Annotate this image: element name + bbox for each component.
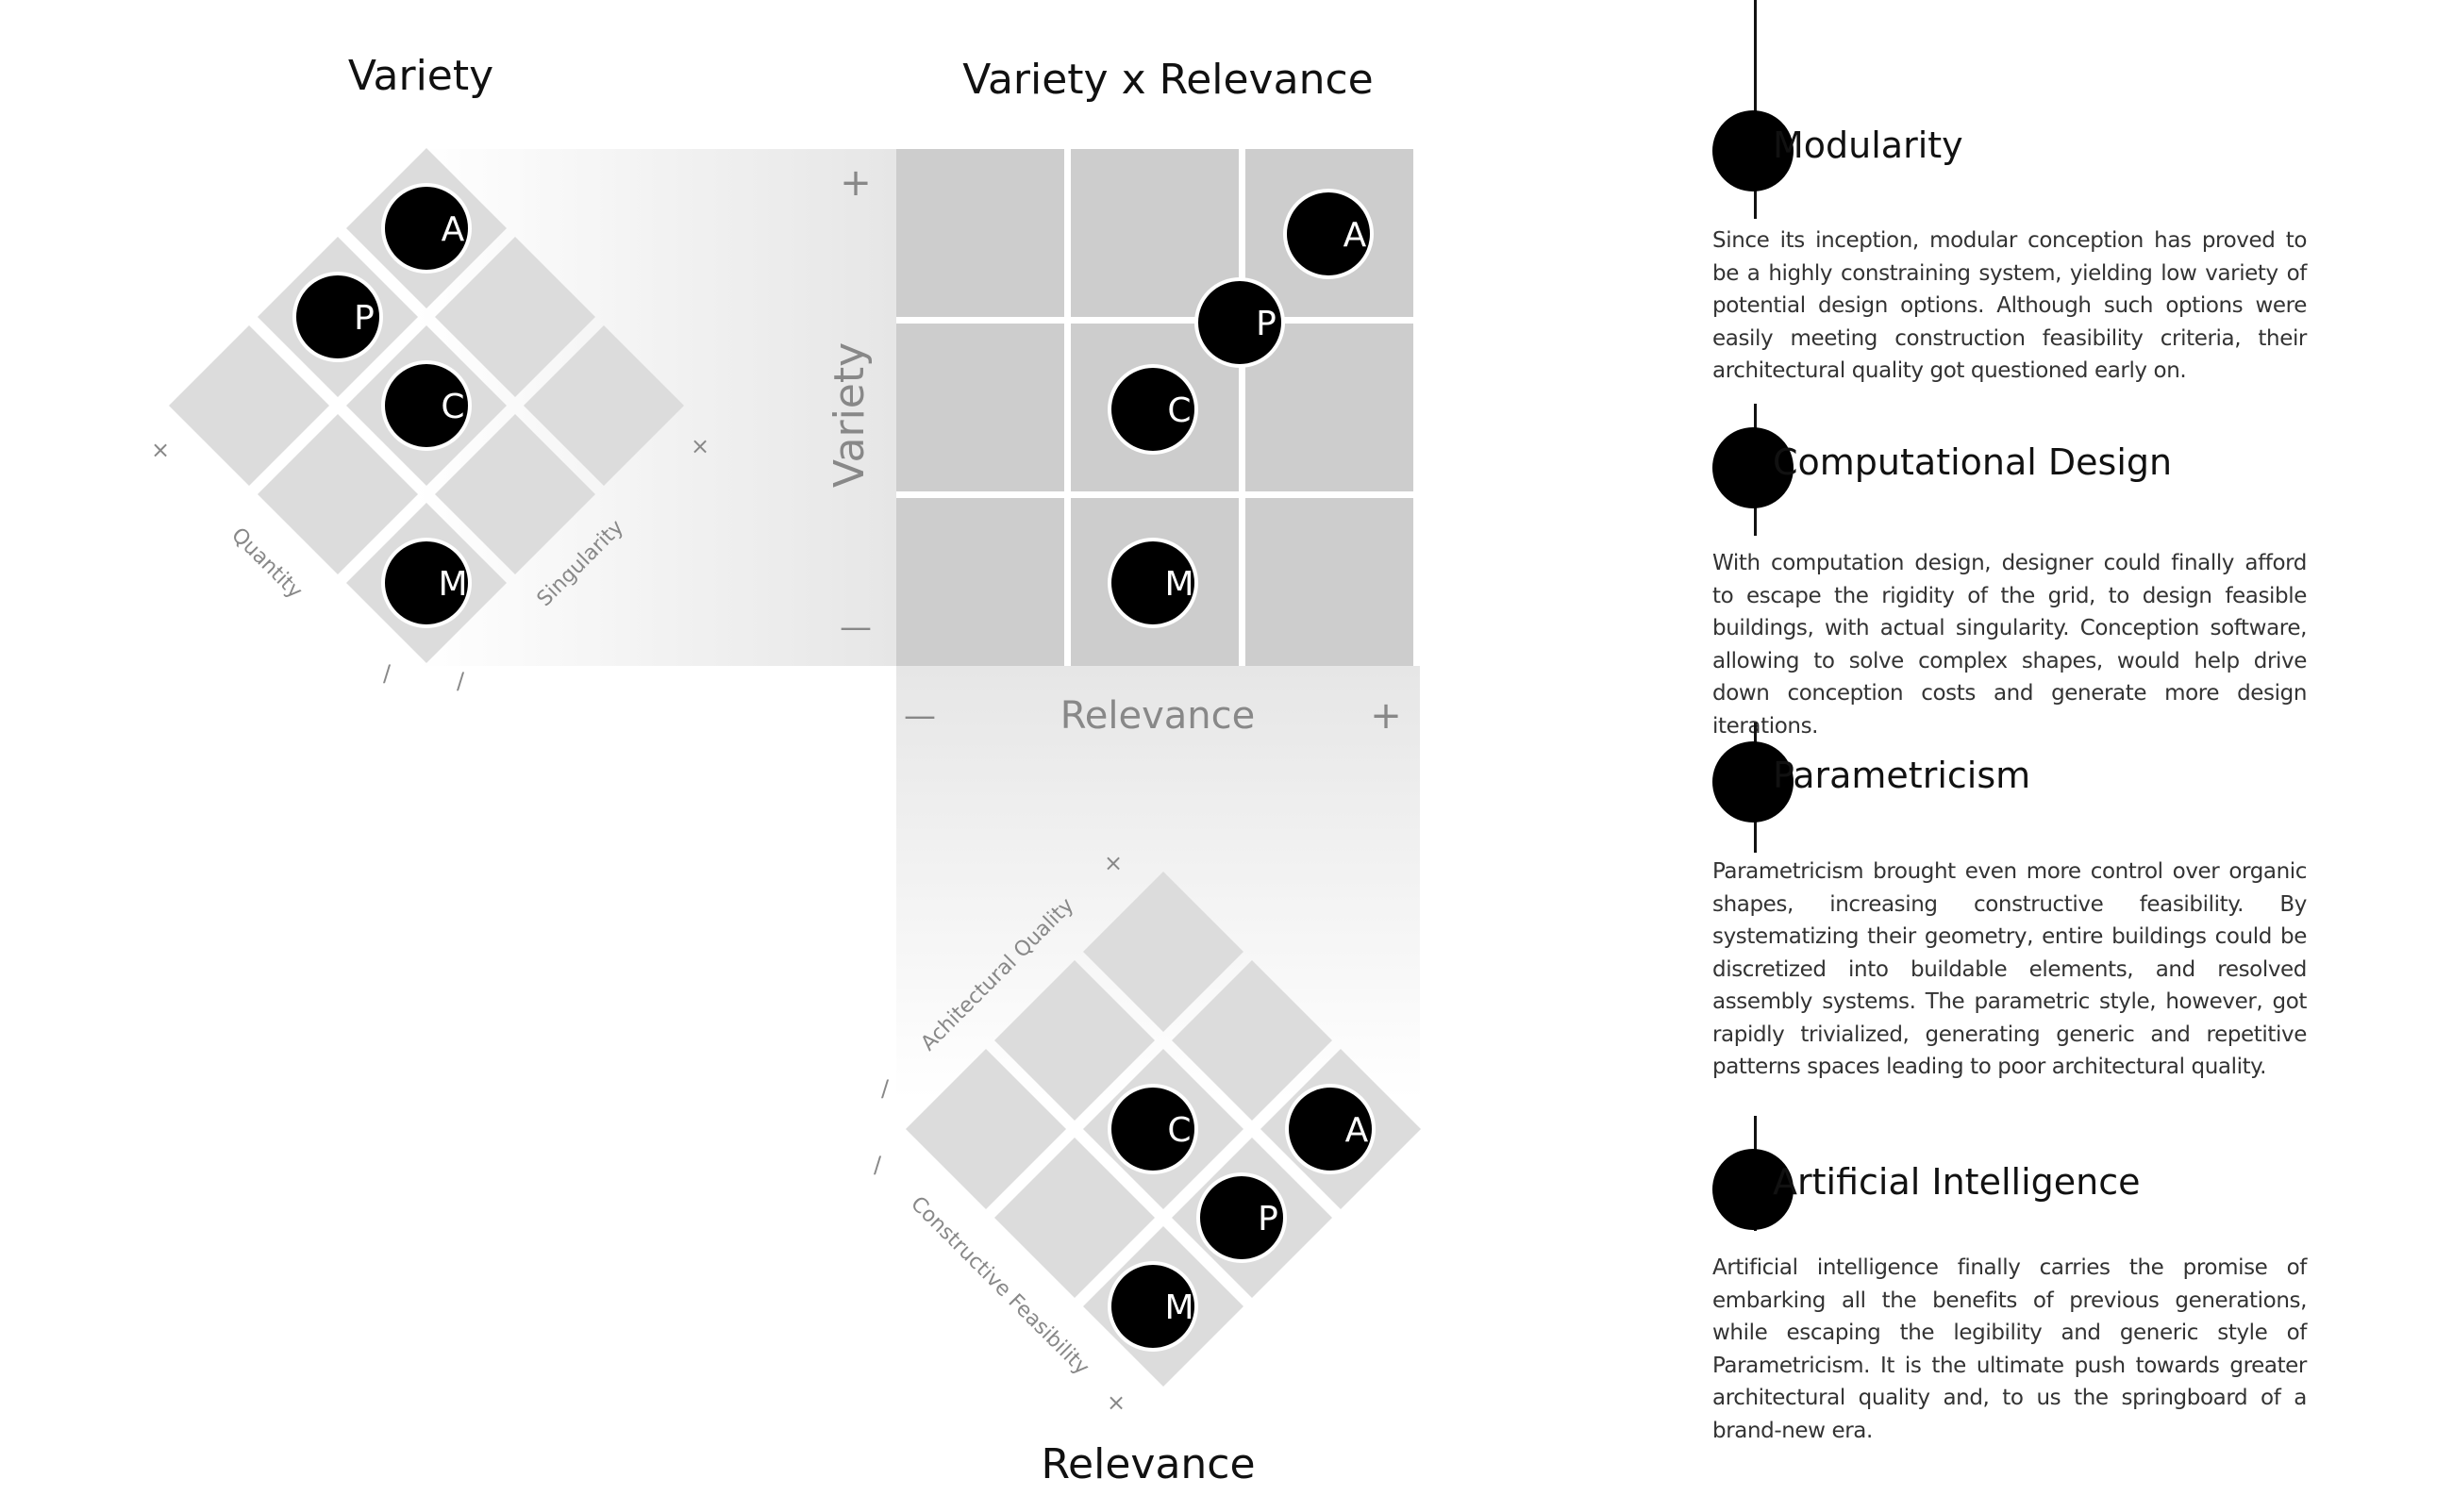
marker-letter: C — [1167, 391, 1191, 430]
variety-diamond-cell — [258, 414, 418, 574]
marker-c: C — [1108, 364, 1198, 455]
marker-letter: A — [442, 210, 465, 249]
variety-diamond-cell — [169, 325, 329, 486]
marker-m: M — [1108, 538, 1198, 628]
section-body: Since its inception, modular conception … — [1712, 228, 2307, 383]
marker-letter: M — [1164, 565, 1193, 604]
section-body: With computation design, designer could … — [1712, 551, 2307, 739]
relevance-diamond-cell — [1083, 872, 1243, 1032]
marker-letter: C — [1167, 1111, 1191, 1150]
tick-variety-right-top: × — [691, 433, 709, 459]
axis-label-quantity: Quantity — [226, 523, 307, 604]
timeline-dot — [1712, 427, 1794, 508]
relevance-diamond-cells — [906, 872, 1421, 1387]
tick-variety-right-bottom: / — [457, 668, 465, 694]
matrix-y-plus: + — [840, 161, 872, 205]
marker-circle — [1196, 1172, 1287, 1263]
title-relevance: Relevance — [1041, 1440, 1255, 1488]
matrix-y-minus: — — [840, 608, 872, 646]
marker-a: A — [1285, 1084, 1376, 1174]
generations-panel: Modularity Since its inception, modular … — [1712, 0, 2316, 1512]
section-body: Artificial intelligence finally carries … — [1712, 1255, 2307, 1443]
marker-circle — [1108, 364, 1198, 455]
relevance-diamond-cell — [994, 960, 1155, 1121]
tick-relevance-bottom: × — [1107, 1389, 1126, 1416]
section-title: Modularity — [1773, 125, 1963, 166]
matrix-cell — [1245, 498, 1413, 666]
tick-relevance-left-2: / — [874, 1152, 882, 1178]
matrix-cell — [896, 149, 1064, 317]
marker-p: P — [292, 272, 383, 362]
section-title: Parametricism — [1773, 755, 2031, 796]
matrix-x-plus: + — [1370, 694, 1402, 738]
marker-a: A — [1283, 189, 1374, 279]
relevance-diamond-cell — [1172, 960, 1332, 1121]
timeline-dot — [1712, 741, 1794, 822]
axis-label-relevance: Relevance — [1060, 694, 1255, 738]
marker-m: M — [381, 538, 472, 628]
timeline-dot — [1712, 110, 1794, 191]
marker-circle — [381, 183, 472, 274]
marker-letter: P — [1256, 305, 1277, 343]
marker-letter: A — [1343, 216, 1367, 255]
matrix-cell — [896, 498, 1064, 666]
timeline-dot — [1712, 1149, 1794, 1230]
tick-variety-left-bottom: / — [383, 660, 392, 687]
marker-letter: C — [441, 388, 464, 426]
marker-circle — [1285, 1084, 1376, 1174]
axis-label-variety: Variety — [826, 342, 874, 488]
marker-circle — [1108, 538, 1198, 628]
marker-circle — [381, 538, 472, 628]
tick-relevance-left-1: / — [881, 1075, 890, 1102]
section-body: Parametricism brought even more control … — [1712, 859, 2307, 1079]
marker-letter: M — [438, 565, 467, 604]
marker-circle — [1108, 1084, 1198, 1174]
marker-circle — [1194, 277, 1285, 368]
marker-p: P — [1194, 277, 1285, 368]
marker-p: P — [1196, 1172, 1287, 1263]
marker-c: C — [381, 360, 472, 451]
marker-circle — [292, 272, 383, 362]
marker-letter: P — [1258, 1200, 1278, 1238]
marker-letter: M — [1164, 1288, 1193, 1327]
marker-circle — [381, 360, 472, 451]
tick-variety-left-top: × — [151, 437, 170, 463]
matrix-cell — [896, 324, 1064, 491]
matrix-x-minus: — — [904, 697, 936, 735]
title-variety-x-relevance: Variety x Relevance — [962, 56, 1373, 104]
tick-relevance-top: × — [1104, 850, 1123, 876]
title-variety: Variety — [348, 52, 493, 100]
section-title: Computational Design — [1773, 441, 2173, 483]
section-title: Artificial Intelligence — [1773, 1161, 2141, 1203]
marker-letter: A — [1345, 1111, 1369, 1150]
markers: A P C M A P C M C A P M — [292, 183, 1376, 1352]
marker-m: M — [1108, 1261, 1198, 1352]
variety-diamond-cell — [524, 325, 684, 486]
marker-circle — [1108, 1261, 1198, 1352]
relevance-diamond-cell — [994, 1138, 1155, 1298]
marker-c: C — [1108, 1084, 1198, 1174]
variety-diamond-cell — [435, 414, 595, 574]
variety-diamond-cell — [435, 237, 595, 397]
marker-circle — [1283, 189, 1374, 279]
timeline-line — [1754, 0, 1757, 219]
marker-a: A — [381, 183, 472, 274]
relevance-diamond-cell — [906, 1049, 1066, 1209]
diagram-canvas: Variety Variety x Relevance Relevance Qu… — [151, 52, 1421, 1488]
marker-letter: P — [354, 299, 375, 338]
